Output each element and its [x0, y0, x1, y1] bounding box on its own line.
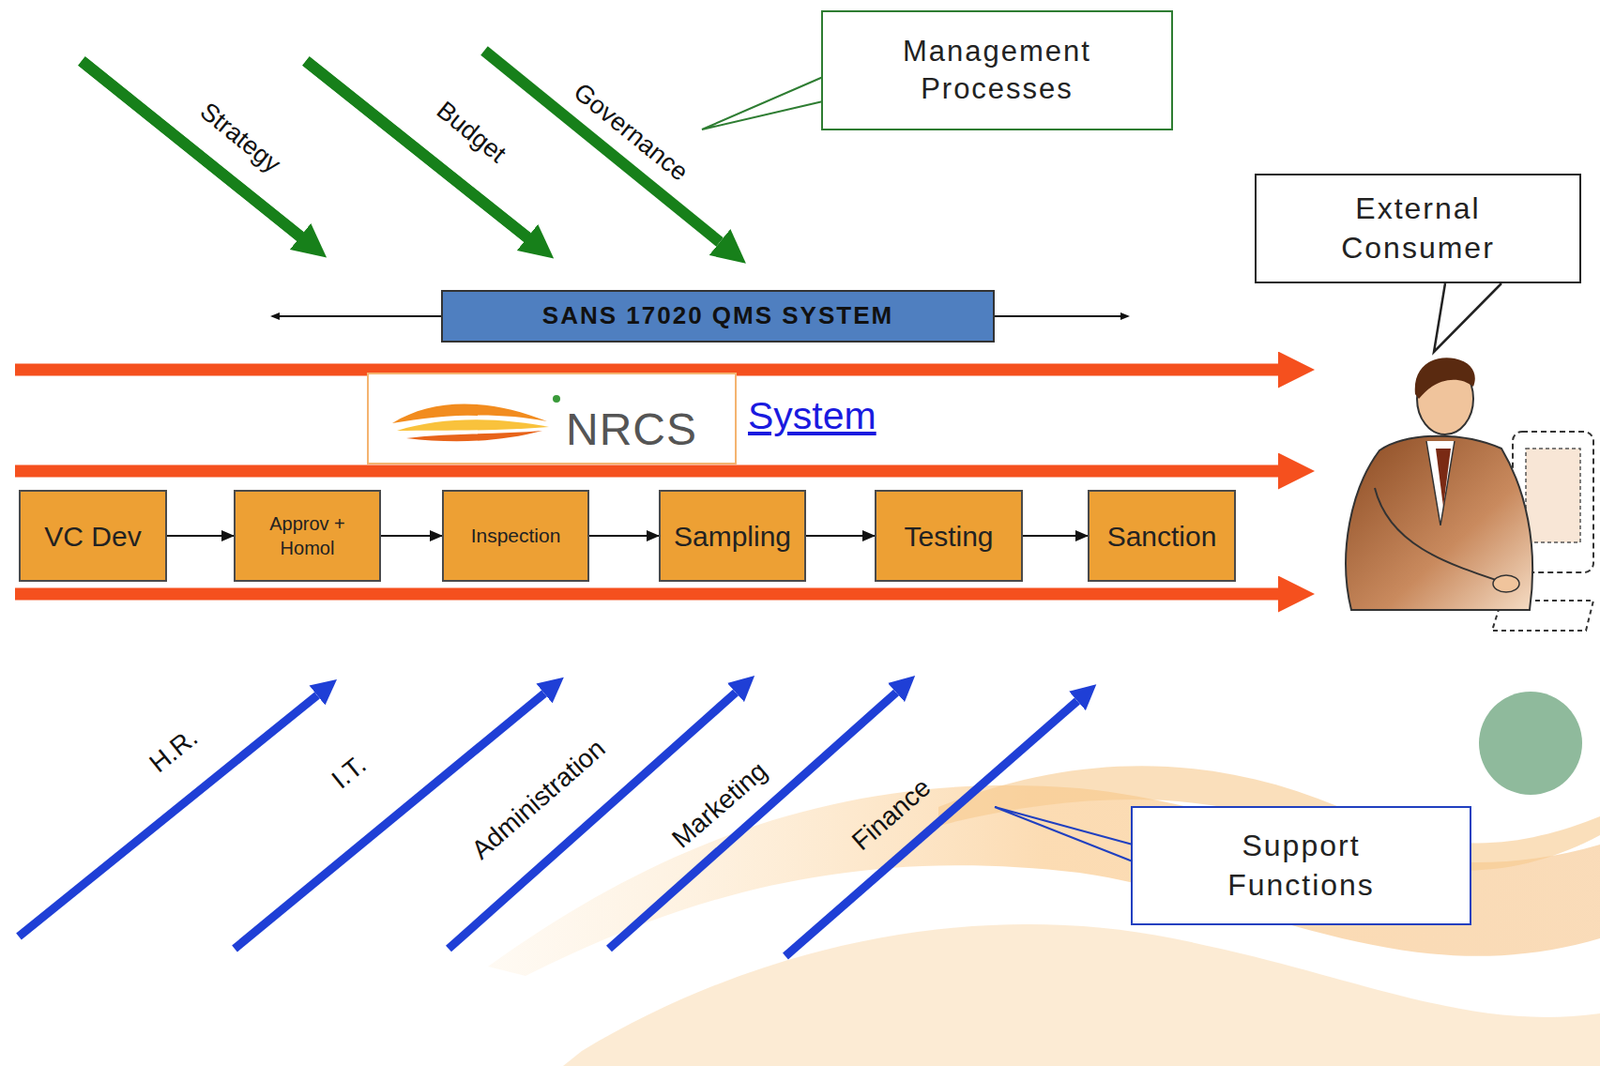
arrow-label: H.R.: [143, 722, 204, 779]
process-box: Inspection: [441, 489, 590, 582]
node-text: Approv + Homol: [256, 511, 360, 561]
node-text: Inspection: [471, 522, 562, 549]
node-text: Sanction: [1107, 518, 1218, 555]
node-text: SANS 17020 QMS SYSTEM: [542, 300, 894, 333]
arrow-label: Budget: [430, 95, 512, 169]
process-box: Sanction: [1087, 489, 1236, 582]
process-box: VC Dev: [18, 489, 168, 582]
process-box: Testing: [874, 489, 1023, 582]
callout-box: Support Functions: [1130, 806, 1472, 926]
flow-arrow: [380, 534, 442, 537]
process-box: Sampling: [658, 489, 807, 582]
callout-box: Management Processes: [821, 10, 1174, 131]
system-bar: SANS 17020 QMS SYSTEM: [441, 289, 995, 343]
process-box: Approv + Homol: [233, 489, 381, 582]
logo-box: NRCS: [366, 372, 737, 465]
node-text: VC Dev: [44, 518, 141, 555]
node-text: External Consumer: [1305, 189, 1531, 268]
link-label: System: [747, 394, 877, 439]
logo-swoosh: [387, 378, 576, 463]
arrow-label: I.T.: [325, 749, 372, 795]
node-text: Sampling: [673, 518, 792, 555]
flow-arrow: [167, 534, 234, 537]
node-text: Support Functions: [1184, 826, 1419, 905]
node-text: Testing: [903, 518, 993, 555]
arrow-label: Administration: [466, 733, 612, 867]
flow-arrow: [1022, 534, 1088, 537]
flow-arrow: [806, 534, 875, 537]
flow-arrow: [589, 534, 659, 537]
callout-box: External Consumer: [1254, 173, 1582, 284]
node-text: Management Processes: [856, 32, 1139, 109]
node-text: NRCS: [565, 400, 698, 459]
